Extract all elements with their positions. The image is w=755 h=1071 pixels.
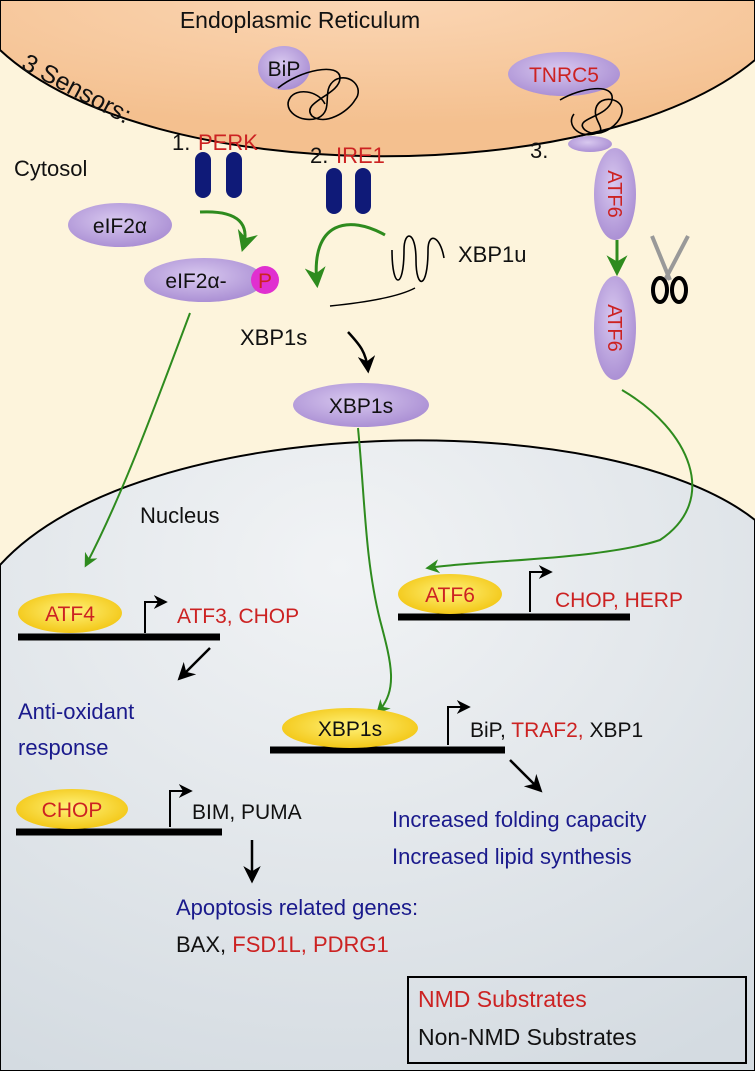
xbp1s-translocation-arrow (357, 427, 393, 715)
chop-promoter-arrow (169, 784, 193, 827)
tnrc5-label: TNRC5 (529, 64, 599, 87)
sensor-3-number: 3. (530, 138, 548, 163)
atf6-cleaved-protein (594, 276, 636, 380)
perk-label: PERK (198, 130, 258, 155)
apoptosis-fsd1l: FSD1L, (232, 932, 313, 957)
legend-box (407, 976, 747, 1064)
chop-tf (16, 789, 128, 829)
ire1-channel-left (326, 168, 342, 214)
apoptosis-label: Apoptosis related genes: (176, 895, 418, 920)
atf6-anchor (568, 136, 612, 152)
tnrc5-protein (508, 52, 620, 96)
xbp1s-mrna-label: XBP1s (240, 325, 307, 350)
bip-protein (258, 46, 310, 90)
eif2a-p-protein (144, 258, 264, 302)
eif2a-label: eIF2α (93, 215, 147, 238)
perk-channel-right (226, 152, 242, 198)
ire1-label: IRE1 (336, 143, 385, 168)
eif2a-protein (68, 203, 172, 247)
xbp1s-tf (282, 708, 418, 748)
scissors-icon (650, 235, 690, 304)
cytosol-label: Cytosol (14, 156, 87, 181)
folding-arrow (509, 759, 543, 793)
bip-label: BiP (268, 58, 301, 81)
phosphate-group (251, 266, 279, 294)
atf6-targets: CHOP, HERP (555, 589, 683, 612)
legend-non-nmd: Non-NMD Substrates (418, 1024, 637, 1050)
atf6-cleaved-label: ATF6 (603, 304, 625, 351)
xbp1s-mrna (329, 287, 416, 307)
perk-channel-left (195, 152, 211, 198)
xbp1s-targets: BiP, TRAF2, XBP1 (470, 719, 643, 742)
er-label: Endoplasmic Reticulum (180, 7, 420, 33)
xbp1s-target-traf2: TRAF2, (511, 719, 589, 742)
xbp1s-target-xbp1: XBP1 (589, 719, 643, 742)
xbp1s-promoter-arrow (447, 700, 471, 745)
xbp1s-tf-label: XBP1s (318, 718, 382, 741)
lipid-label: Increased lipid synthesis (392, 844, 632, 869)
atf6-tf-label: ATF6 (425, 584, 475, 607)
ire1-splice-arrow (304, 223, 386, 289)
antioxidant-label-2: response (18, 735, 109, 760)
atf6-tf (398, 574, 502, 614)
chop-tf-label: CHOP (42, 799, 103, 822)
xbp1s-protein-label: XBP1s (329, 395, 393, 418)
perk-phospho-arrow (199, 210, 258, 253)
xbp1u-mrna (391, 235, 445, 283)
atf4-promoter-arrow (144, 595, 168, 633)
chop-targets: BIM, PUMA (192, 801, 302, 824)
atf6-translocation-arrow (425, 389, 694, 574)
atf6-membrane-label: ATF6 (603, 170, 625, 217)
atf6-membrane-protein (594, 148, 636, 240)
legend-nmd: NMD Substrates (418, 986, 587, 1012)
apoptosis-genes: BAX, FSD1L, PDRG1 (176, 932, 389, 957)
xbp1s-target-bip: BiP, (470, 719, 511, 742)
atf6-promoter-arrow (529, 565, 553, 612)
atf4-induction-arrow (84, 312, 191, 568)
nucleus-envelope (0, 439, 755, 1071)
atf4-targets: ATF3, CHOP (177, 605, 299, 628)
apoptosis-pdrg1: PDRG1 (313, 932, 389, 957)
antioxidant-arrow (177, 647, 211, 681)
eif2a-p-label: eIF2α- (165, 270, 226, 293)
er-membrane (0, 0, 755, 158)
translation-arrow (347, 331, 376, 374)
nucleus-label: Nucleus (140, 503, 219, 528)
atf4-tf (18, 593, 122, 633)
atf4-tf-label: ATF4 (45, 603, 95, 626)
phospho-label: P (258, 270, 272, 293)
folding-label: Increased folding capacity (392, 807, 646, 832)
sensor-1-number: 1. (172, 130, 190, 155)
apoptosis-bax: BAX, (176, 932, 232, 957)
unfolded-protein-2-icon (559, 87, 623, 136)
xbp1s-protein (293, 383, 429, 427)
sensor-2-number: 2. (310, 143, 328, 168)
antioxidant-label-1: Anti-oxidant (18, 699, 134, 724)
ire1-channel-right (355, 168, 371, 214)
xbp1u-label: XBP1u (458, 242, 527, 267)
unfolded-protein-1-icon (277, 68, 359, 121)
